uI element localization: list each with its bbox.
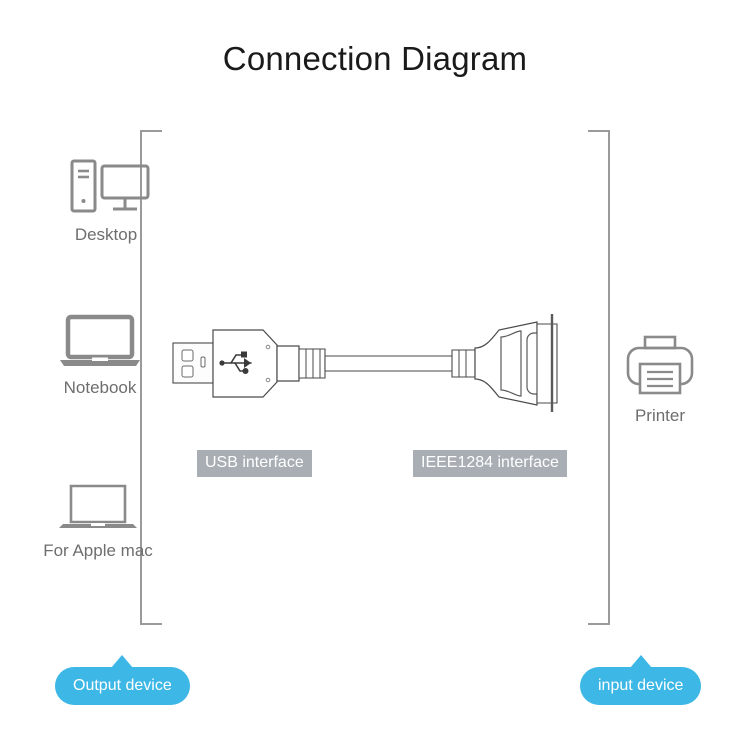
device-notebook: Notebook <box>20 305 180 398</box>
desktop-computer-icon <box>26 152 186 218</box>
cable-wire <box>324 355 458 372</box>
output-devices-bracket <box>140 130 162 625</box>
output-device-badge: Output device <box>55 655 190 705</box>
page-title: Connection Diagram <box>222 40 528 77</box>
input-device-badge: input device <box>580 655 702 705</box>
laptop-icon <box>20 305 180 371</box>
device-label: Desktop <box>74 225 138 244</box>
printer-icon <box>580 333 740 399</box>
device-label: For Apple mac <box>43 541 153 560</box>
usb-interface-label: USB interface <box>197 450 312 477</box>
device-printer: Printer <box>580 333 740 426</box>
macbook-icon <box>18 468 178 534</box>
usb-to-ieee1284-cable <box>165 300 585 430</box>
usb-a-connector-icon <box>172 329 326 398</box>
input-devices-bracket <box>588 130 610 625</box>
ieee1284-interface-label: IEEE1284 interface <box>413 450 567 477</box>
device-label: Notebook <box>63 378 137 397</box>
device-desktop: Desktop <box>26 152 186 245</box>
ieee1284-centronics-connector-icon <box>451 314 558 412</box>
device-label: Printer <box>634 406 686 425</box>
device-apple-mac: For Apple mac <box>18 468 178 561</box>
